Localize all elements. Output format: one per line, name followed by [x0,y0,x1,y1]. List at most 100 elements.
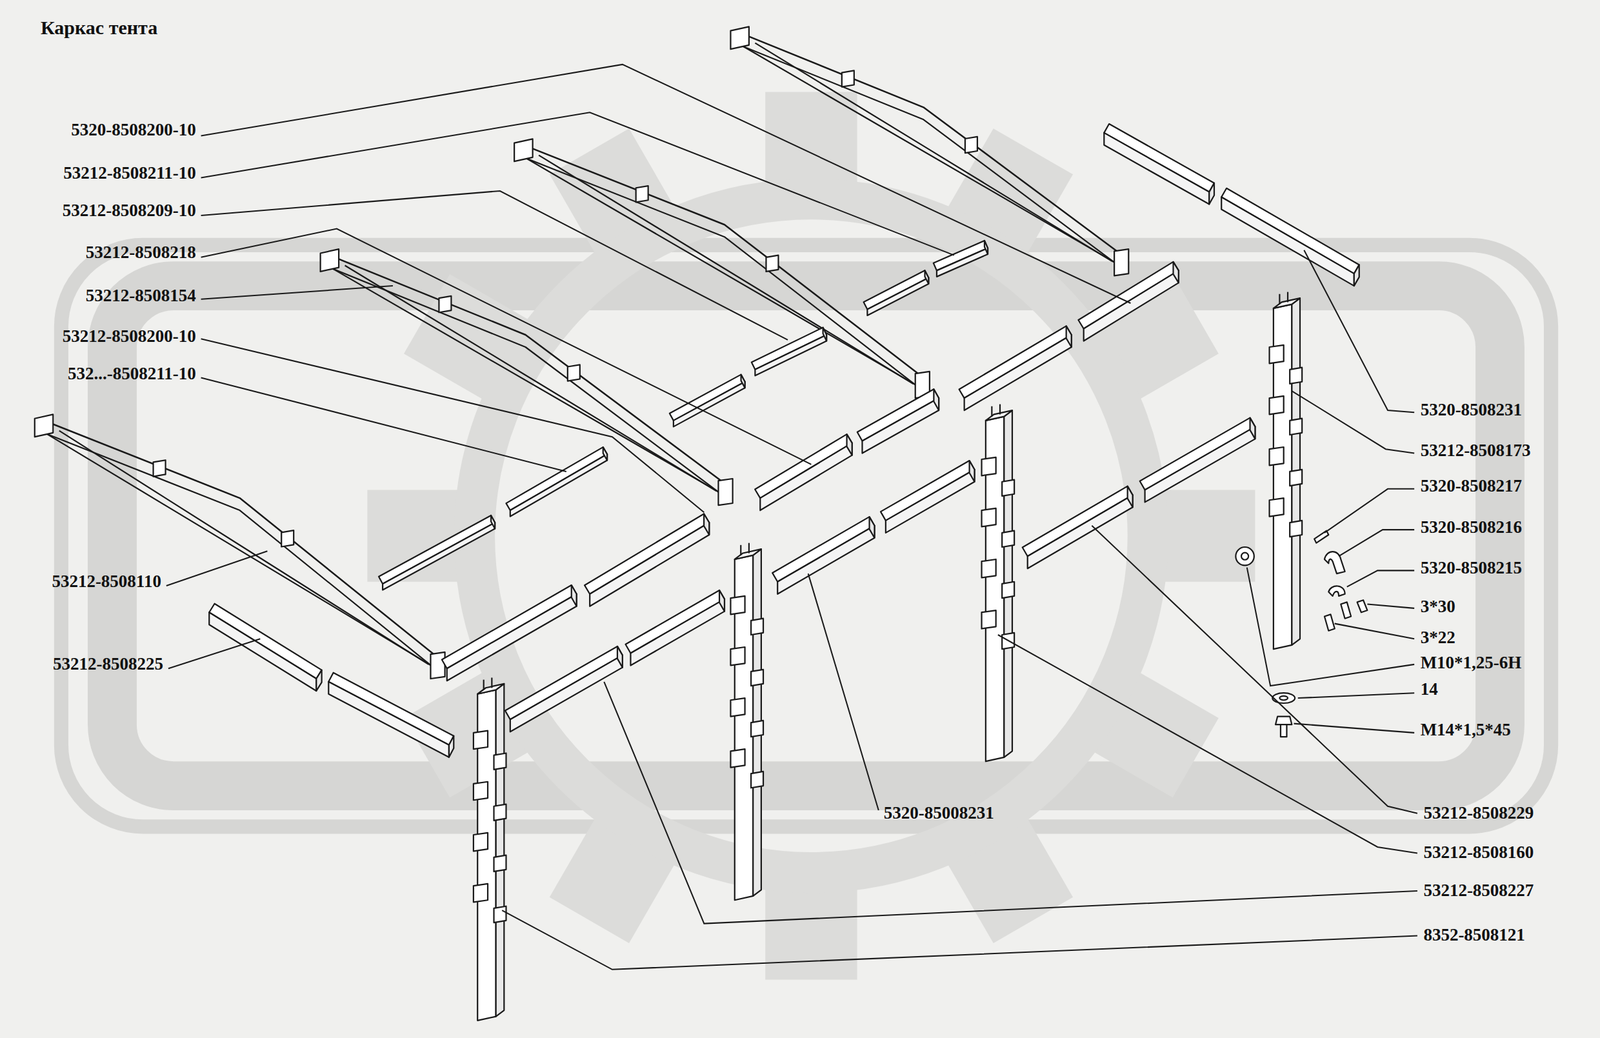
bar-end [617,646,623,668]
post-bracket [1269,396,1284,415]
washer [1272,692,1295,704]
part-number: 53212-8508160 [1423,843,1534,863]
stake-post [473,677,507,1020]
post-bracket [494,804,507,821]
bar-side [447,594,577,681]
bar-top [441,585,577,669]
leader-line [1294,723,1415,733]
bow-end [1114,249,1129,276]
bolt-head [1275,716,1292,726]
bolt-shank [1280,724,1287,737]
bar-end [603,447,608,460]
bar-end [933,389,939,411]
bar-side [936,248,988,277]
part-number: 53212-8508227 [1423,881,1534,901]
bar-end [1250,418,1256,440]
bar-side [673,381,746,428]
part-number: 14 [1420,680,1439,700]
bow-joint [636,185,649,202]
leader-line [1091,525,1418,814]
post-bracket [494,906,507,923]
cotter-pin [1357,600,1368,613]
bar-top [625,590,725,654]
bar-end [1354,264,1360,286]
slat [505,447,608,517]
roof-bow [320,249,733,506]
leader-line [1338,529,1415,557]
part-number: 532...-8508211-10 [67,365,197,385]
leader-line [201,338,705,513]
bar-side [1103,132,1210,205]
part-number: 53212-8508229 [1423,803,1534,824]
leader-lines [166,64,1418,970]
leader-line [1303,250,1415,413]
post-side [496,683,505,1017]
stake-post [730,543,764,901]
part-number: 53212-8508154 [85,286,197,306]
post-bracket [1001,530,1015,548]
watermark-band [61,245,1551,828]
post-bracket [1289,469,1302,486]
post-top [1273,298,1300,309]
bar-side [867,277,929,316]
bar-side [760,443,852,511]
bow-brace [538,155,913,384]
slat [625,590,725,666]
bow-brace [345,265,717,491]
slat [1103,123,1215,204]
post-bracket [730,698,745,717]
post-bracket [750,618,764,635]
bracket-piece [1328,585,1345,596]
bar-top [1221,188,1360,274]
part-number: 53212-8508211-10 [63,163,197,184]
bar-end [924,270,929,284]
bar-end [1209,183,1215,205]
post-bracket [730,647,745,666]
slat [772,516,875,595]
bar-end [1127,486,1133,508]
part-number: 53212-8508218 [85,243,197,263]
nut-hole [1241,552,1249,560]
post-bracket [473,781,488,800]
post-pin [990,406,993,417]
leader-line [808,573,879,811]
bar-top [1140,418,1256,491]
bow-end [718,478,733,506]
post-bracket [750,720,764,737]
slat [1140,418,1256,503]
post-bracket [1269,498,1284,517]
part-number: 53212-8508173 [1420,441,1531,461]
leader-line [201,190,788,340]
bow-end [430,652,445,679]
part-number: 3*22 [1420,628,1456,648]
leader-line [1334,623,1415,640]
stake-post [981,404,1015,762]
bow-chord [518,155,920,389]
bar-top [584,513,710,594]
bar-end [490,515,495,530]
post-top [985,410,1013,421]
part-number: M14*1,5*45 [1420,721,1511,741]
bow-brace [740,45,1117,264]
bar-side [382,522,495,590]
bow-joint [765,255,779,272]
part-number: M10*1,25-6H [1420,653,1522,673]
post-pin [740,545,742,556]
slat [209,603,322,691]
post-bracket [473,730,488,750]
leader-line [998,634,1418,853]
bar-top [328,672,454,746]
bar-end [449,736,454,758]
part-number: 5320-8508200-10 [70,121,196,141]
bar-top [378,515,495,584]
slat [880,460,975,533]
post-bracket [750,771,764,788]
post-bracket [750,669,764,686]
post-bracket [494,855,507,872]
part-number: 53212-8508200-10 [62,327,197,347]
bar-side [1221,196,1355,286]
post-bracket [473,832,488,851]
leader-line [201,64,1131,304]
bar-side [861,398,939,453]
